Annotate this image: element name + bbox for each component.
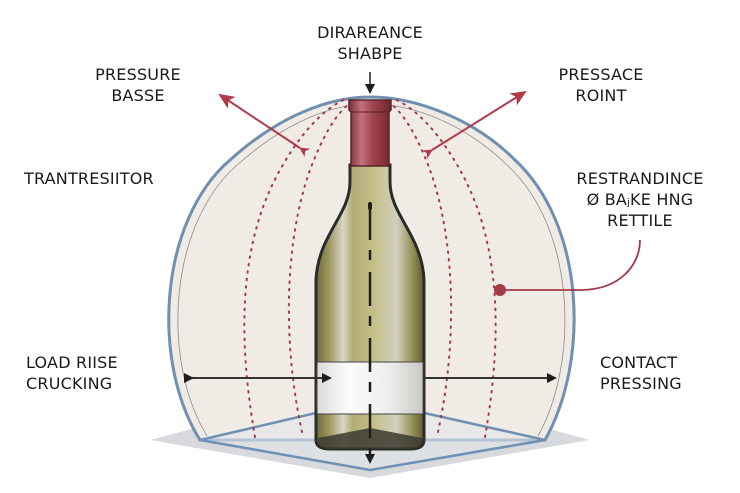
callout-dot xyxy=(494,284,506,296)
label-bottom-left: LOAD RIISE CRUCKING xyxy=(26,353,118,393)
red-arrow-left xyxy=(218,93,311,158)
label-top-title: DIRAREANCE SHABPE xyxy=(317,23,423,63)
dotted-field-lines xyxy=(243,97,497,438)
label-mid-right: RESTRANDINCE Ø BAⱼKE HNG RETTILE xyxy=(576,169,704,230)
label-top-left: PRESSURE BASSE xyxy=(95,65,181,105)
label-top-right: PRESSACE ROINT xyxy=(558,65,644,105)
label-mid-left: TRANTRESIITOR xyxy=(24,169,154,188)
callout-line xyxy=(500,239,641,291)
label-bottom-right: CONTACT PRESSING xyxy=(600,353,682,393)
bottle-capsule xyxy=(348,99,392,167)
red-arrow-right xyxy=(421,90,527,160)
